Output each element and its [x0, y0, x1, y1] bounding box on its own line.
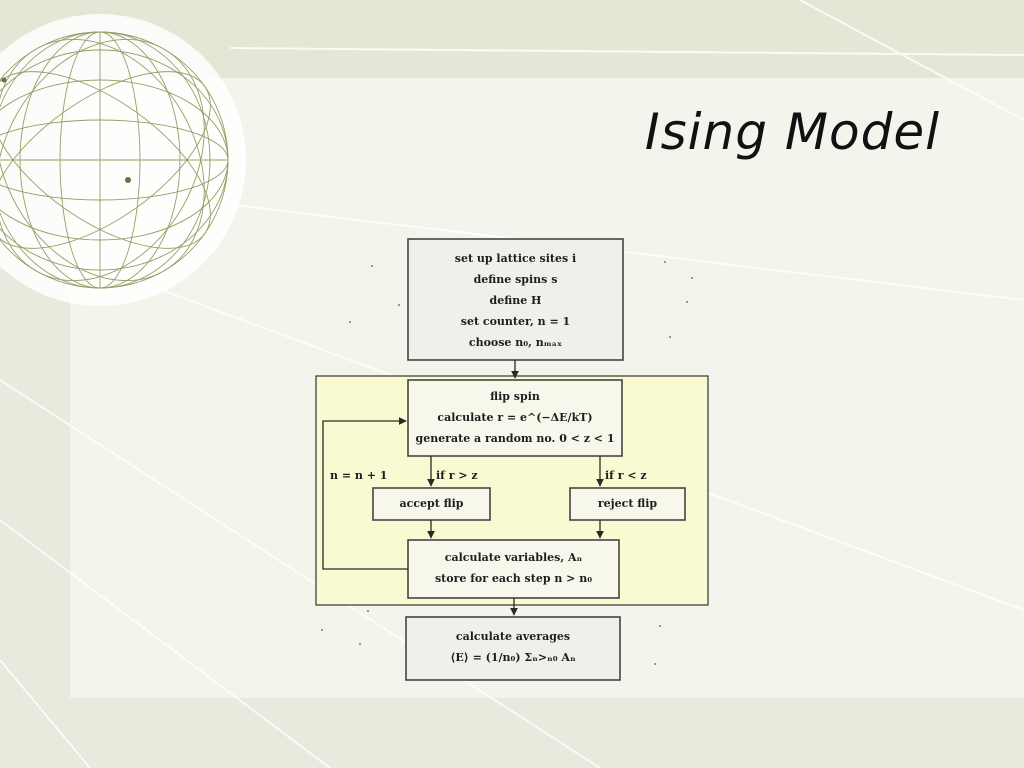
avg-line-2: ⟨E⟩ = (1/n₀) Σₙ>ₙ₀ Aₙ [450, 651, 576, 664]
calc-line-1: calculate variables, Aₙ [444, 551, 583, 564]
accept-box-text: accept flip [373, 493, 490, 514]
slide-title: Ising Model [644, 103, 940, 161]
flip-line-1: flip spin [490, 390, 540, 403]
accept-condition-label: if r > z [436, 469, 478, 482]
init-line-3: define H [489, 294, 542, 307]
calc-line-2: store for each step n > n₀ [434, 572, 593, 585]
flip-box [407, 379, 623, 457]
init-line-5: choose n₀, nₘₐₓ [468, 336, 563, 349]
reject-label: reject flip [597, 497, 658, 510]
flip-box-text: flip spin calculate r = e^(−ΔE/kT) gener… [408, 386, 622, 449]
flip-line-2: calculate r = e^(−ΔE/kT) [437, 411, 593, 424]
flip-line-3: generate a random no. 0 < z < 1 [415, 432, 615, 445]
init-line-2: define spins s [473, 273, 558, 286]
edge-loop-back [322, 417, 408, 570]
avg-box [405, 616, 621, 681]
accept-box [372, 487, 491, 521]
reject-condition-label: if r < z [605, 469, 647, 482]
avg-line-1: calculate averages [455, 630, 571, 643]
avg-box-text: calculate averages ⟨E⟩ = (1/n₀) Σₙ>ₙ₀ Aₙ [406, 626, 620, 668]
reject-box [569, 487, 686, 521]
init-box-text: set up lattice sites i define spins s de… [408, 248, 623, 353]
init-line-4: set counter, n = 1 [460, 315, 571, 328]
reject-box-text: reject flip [570, 493, 685, 514]
counter-label: n = n + 1 [330, 469, 388, 482]
scan-speckles [321, 261, 693, 665]
init-line-1: set up lattice sites i [454, 252, 577, 265]
accept-label: accept flip [399, 497, 464, 510]
calc-box-text: calculate variables, Aₙ store for each s… [408, 547, 619, 589]
globe-decoration [0, 14, 246, 306]
